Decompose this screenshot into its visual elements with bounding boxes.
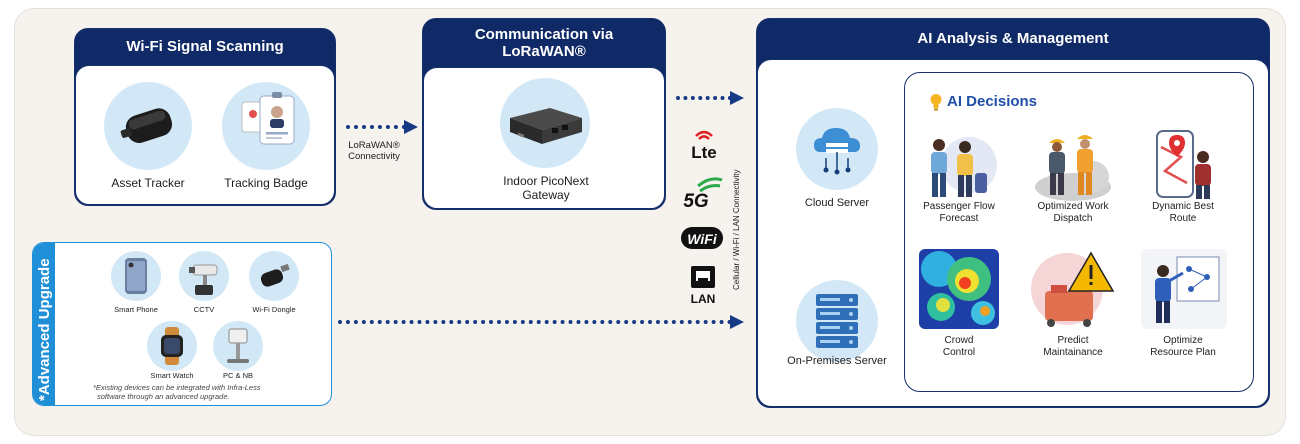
wifi-scanning-body: Asset Tracker Tracking Badge bbox=[75, 65, 335, 205]
ai-decisions-panel: AI Decisions Passenger Flow Forecast bbox=[904, 72, 1254, 392]
advanced-upgrade-note-line2: software through an advanced upgrade. bbox=[97, 392, 230, 401]
lorawan-arrow-head bbox=[404, 120, 418, 134]
onprem-server-label: On-Premises Server bbox=[787, 355, 887, 367]
decision-label-resource: Optimize Resource Plan bbox=[1133, 335, 1233, 359]
resource-plan-icon bbox=[1141, 249, 1227, 329]
decision-label-passenger-flow: Passenger Flow Forecast bbox=[909, 201, 1009, 225]
route-map-icon bbox=[1156, 130, 1211, 199]
decision-line2: Maintainance bbox=[1043, 347, 1103, 358]
communication-title: Communication via LoRaWAN® bbox=[423, 19, 665, 67]
asset-tracker-circle bbox=[104, 82, 192, 170]
ai-management-body: Cloud Server On-Premises Server bbox=[757, 59, 1269, 407]
wifi-dongle-circle bbox=[249, 251, 299, 301]
decision-label-maintenance: Predict Maintainance bbox=[1023, 335, 1123, 359]
decision-line2: Route bbox=[1169, 213, 1197, 224]
cctv-icon bbox=[189, 264, 218, 295]
smartphone-circle bbox=[111, 251, 161, 301]
5g-icon: 5G bbox=[683, 177, 723, 212]
decision-label-crowd: Crowd Control bbox=[909, 335, 1009, 359]
gateway-label-line1: Indoor PicoNext bbox=[503, 174, 589, 188]
wifi-scanning-card: Wi-Fi Signal Scanning Asset Tracker bbox=[74, 28, 336, 206]
pc-icon bbox=[227, 328, 249, 363]
tracking-badge-icon bbox=[241, 92, 295, 145]
warning-icon bbox=[1031, 251, 1115, 327]
communication-title-line2: LoRaWAN® bbox=[502, 43, 586, 60]
wifi-dongle-icon bbox=[260, 263, 290, 287]
asset-tracker-label: Asset Tracker bbox=[111, 176, 185, 190]
svg-text:WiFi: WiFi bbox=[687, 231, 718, 247]
communication-title-line1: Communication via bbox=[474, 26, 614, 43]
cctv-label: CCTV bbox=[193, 305, 215, 314]
decision-label-route: Dynamic Best Route bbox=[1133, 201, 1233, 225]
ai-management-title: AI Analysis & Management bbox=[757, 19, 1269, 59]
advanced-upgrade-label: *Advanced Upgrade bbox=[36, 258, 53, 401]
lan-icon: LAN bbox=[691, 266, 716, 306]
decision-line1: Predict bbox=[1057, 335, 1089, 346]
cloud-server-circle bbox=[796, 108, 878, 190]
wifi-dongle-label: Wi-Fi Dongle bbox=[252, 305, 296, 314]
lorawan-connectivity-label: LoRaWAN® Connectivity bbox=[334, 140, 414, 162]
advanced-upgrade-tab bbox=[33, 243, 55, 405]
lorawan-arrow-line bbox=[346, 125, 406, 129]
gateway-label: Indoor PicoNext Gateway bbox=[464, 174, 628, 202]
lorawan-connectivity-line1: LoRaWAN® bbox=[348, 140, 400, 151]
decision-line2: Forecast bbox=[939, 213, 979, 224]
wifi-scanning-title: Wi-Fi Signal Scanning bbox=[75, 29, 335, 65]
communication-body: Indoor PicoNext Gateway bbox=[423, 67, 665, 209]
decision-line1: Optimized Work bbox=[1037, 201, 1109, 212]
lightbulb-icon bbox=[930, 94, 942, 111]
ai-bottom-arrow-line bbox=[338, 320, 732, 324]
cloud-server-label: Cloud Server bbox=[804, 197, 870, 209]
passenger-flow-icon bbox=[931, 137, 997, 197]
decision-line1: Passenger Flow bbox=[923, 201, 995, 212]
gateway-label-line2: Gateway bbox=[522, 188, 570, 202]
lte-icon: Lte bbox=[691, 130, 717, 162]
advanced-upgrade-note-line1: *Existing devices can be integrated with… bbox=[93, 383, 261, 392]
smartwatch-circle bbox=[147, 321, 197, 371]
communication-card: Communication via LoRaWAN® Indoor PicoNe… bbox=[422, 18, 666, 210]
work-dispatch-icon bbox=[1035, 135, 1111, 201]
smartphone-icon bbox=[125, 258, 147, 294]
decision-line1: Optimize bbox=[1163, 335, 1203, 346]
connectivity-vertical-label: Cellular / Wi-Fi / LAN Connectivity bbox=[732, 169, 741, 290]
onprem-server-circle bbox=[796, 280, 878, 362]
gateway-icon bbox=[510, 108, 582, 144]
svg-text:LAN: LAN bbox=[691, 292, 716, 306]
smartwatch-label: Smart Watch bbox=[150, 371, 194, 380]
ai-top-arrow-head bbox=[730, 91, 744, 105]
ai-bottom-arrow-head bbox=[730, 315, 744, 329]
tracking-badge-circle bbox=[222, 82, 310, 170]
heatmap-icon bbox=[919, 249, 999, 329]
ai-management-card: AI Analysis & Management Cloud Server bbox=[756, 18, 1270, 408]
decision-line2: Dispatch bbox=[1053, 213, 1093, 224]
ai-top-arrow-line bbox=[676, 96, 732, 100]
smartwatch-icon bbox=[161, 327, 183, 365]
advanced-upgrade-card: *Advanced Upgrade Smart Phone CCTV Wi-Fi… bbox=[32, 242, 332, 406]
decision-line2: Resource Plan bbox=[1150, 347, 1216, 358]
tracking-badge-label: Tracking Badge bbox=[224, 176, 308, 190]
cloud-server-icon bbox=[814, 128, 860, 175]
decision-line2: Control bbox=[942, 347, 976, 358]
wifi-logo-icon: WiFi bbox=[681, 227, 723, 249]
gateway-circle bbox=[500, 78, 590, 168]
decision-line1: Crowd bbox=[944, 335, 974, 346]
lorawan-connectivity-line2: Connectivity bbox=[348, 151, 400, 162]
svg-text:Lte: Lte bbox=[691, 143, 717, 162]
pc-circle bbox=[213, 321, 263, 371]
svg-text:5G: 5G bbox=[683, 191, 709, 212]
advanced-upgrade-note: *Existing devices can be integrated with… bbox=[93, 383, 331, 401]
server-rack-icon bbox=[816, 294, 858, 348]
smartphone-label: Smart Phone bbox=[114, 305, 158, 314]
ai-decisions-title: AI Decisions bbox=[947, 93, 1038, 110]
decision-label-work-dispatch: Optimized Work Dispatch bbox=[1023, 201, 1123, 225]
pc-label: PC & NB bbox=[222, 371, 253, 380]
decision-line1: Dynamic Best bbox=[1152, 201, 1214, 212]
asset-tracker-icon bbox=[120, 108, 173, 143]
cctv-circle bbox=[179, 251, 229, 301]
